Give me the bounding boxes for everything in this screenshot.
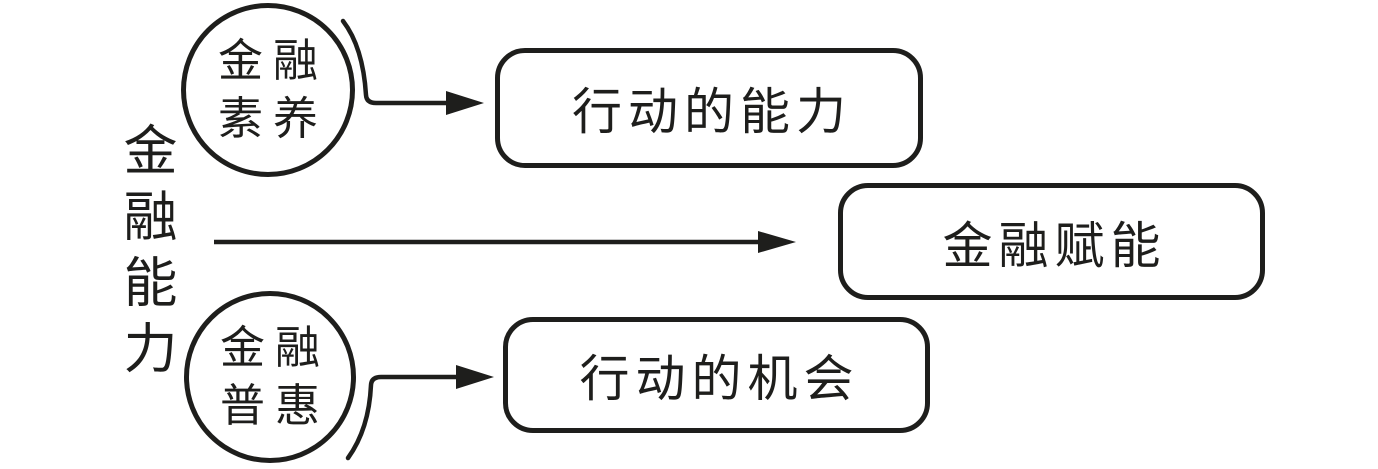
node-label-line: 普惠 [219, 379, 330, 432]
inclusion-to-opportunity-arrow [345, 365, 494, 461]
arrowhead-icon [456, 365, 494, 389]
arrowhead-icon [758, 231, 796, 253]
node-financial-empowerment-box: 金融赋能 [838, 183, 1265, 300]
node-label-line: 金融 [217, 34, 328, 87]
financial-capability-side-label: 金融能力 [114, 122, 177, 386]
node-financial-inclusion-circle: 金融 普惠 [184, 291, 356, 463]
arrowhead-icon [446, 91, 484, 115]
node-ability-to-act-box: 行动的能力 [495, 48, 923, 168]
node-label-line: 素养 [217, 92, 328, 145]
node-label-line: 金融 [219, 321, 330, 374]
capability-to-empowerment-arrow [214, 231, 796, 253]
node-financial-literacy-circle: 金融 素养 [181, 3, 355, 177]
literacy-to-ability-arrow [340, 18, 484, 115]
node-opportunity-to-act-box: 行动的机会 [503, 317, 930, 433]
